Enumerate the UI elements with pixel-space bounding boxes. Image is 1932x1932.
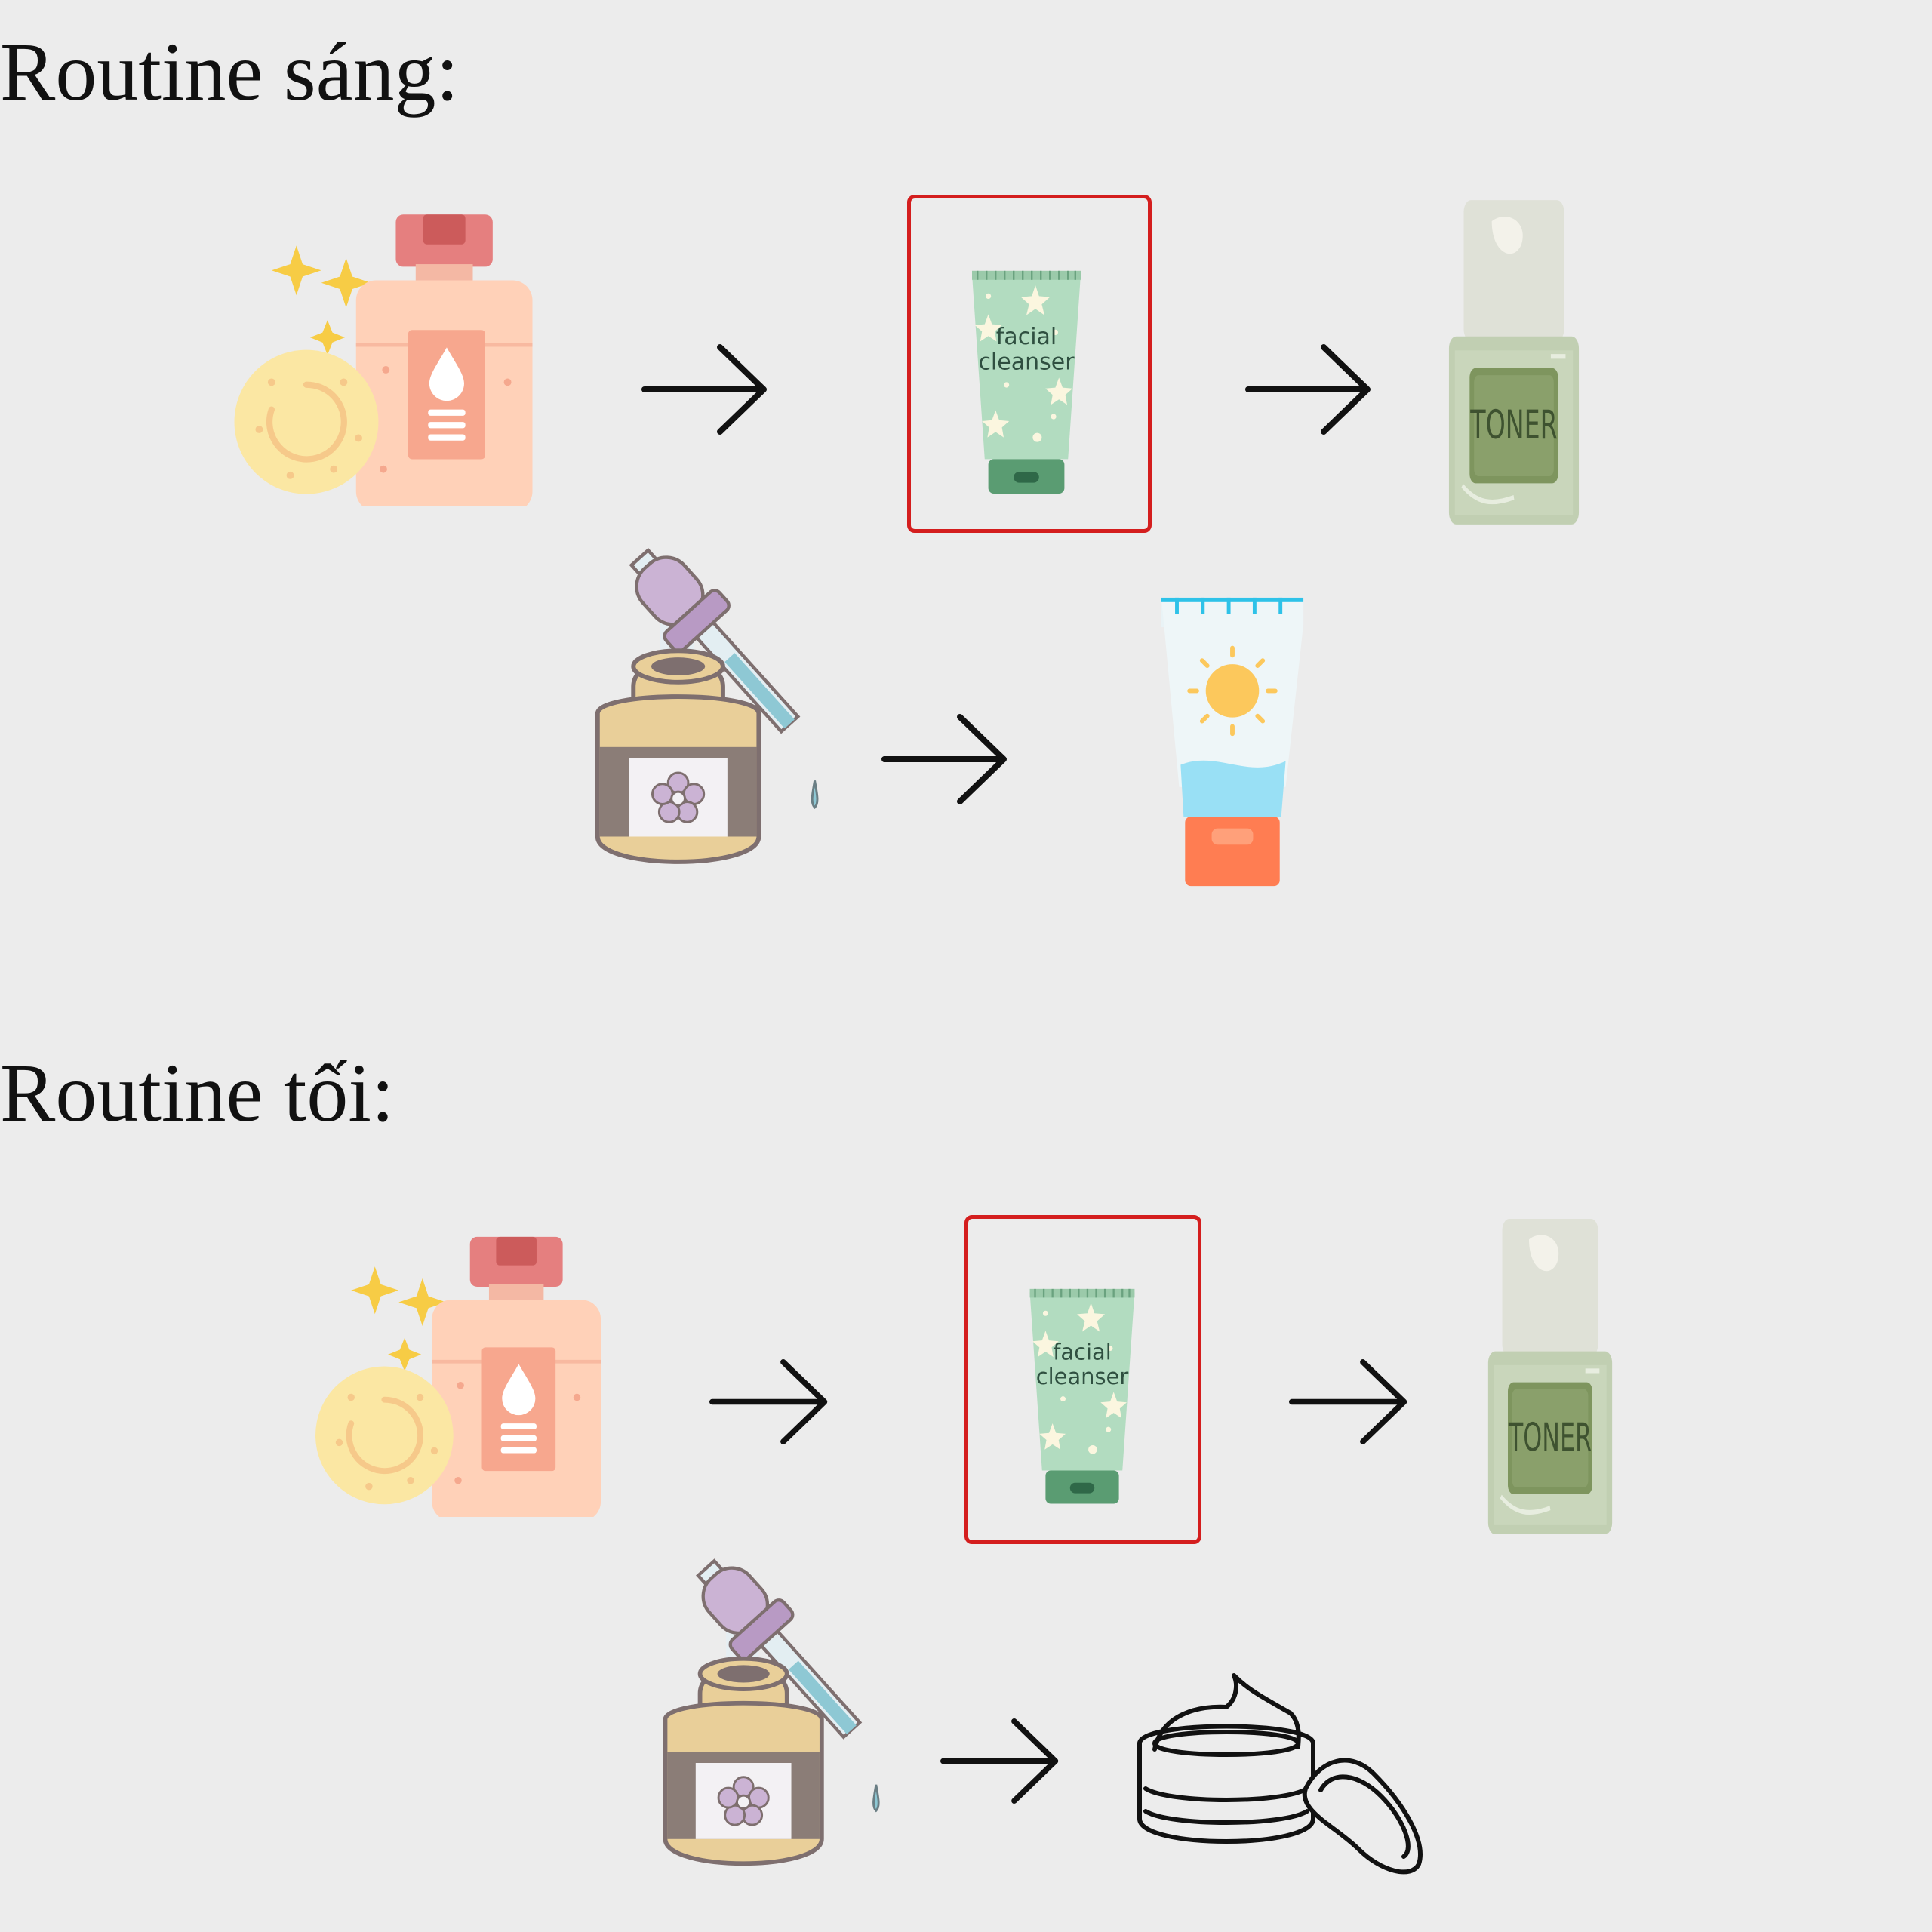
sunscreen-tube-icon (1158, 593, 1306, 892)
arrow-right-icon (1245, 344, 1374, 435)
morning-routine-title: Routine sáng: (0, 26, 460, 118)
cleanser-label-line1: facial (1053, 1340, 1112, 1365)
facial-cleanser-highlight-box (964, 1215, 1201, 1544)
arrow-right-icon (1289, 1358, 1410, 1445)
evening-routine-title: Routine tối: (0, 1047, 395, 1139)
facial-cleanser-tube-icon: facial cleanser (1029, 1287, 1136, 1506)
micellar-water-bottle-icon (315, 1230, 601, 1517)
arrow-right-icon (709, 1358, 830, 1445)
cleanser-label-line2: cleanser (978, 349, 1075, 376)
arrow-right-icon (881, 714, 1010, 804)
toner-label: TONER (1470, 402, 1558, 448)
arrow-right-icon (940, 1718, 1061, 1804)
facial-cleanser-highlight-box (907, 195, 1152, 533)
toner-label: TONER (1508, 1415, 1592, 1460)
arrow-right-icon (641, 344, 770, 435)
facial-cleanser-tube-icon: facial cleanser (971, 269, 1082, 495)
cream-jar-icon (1132, 1653, 1434, 1879)
cleanser-label-line1: facial (996, 324, 1057, 350)
micellar-water-bottle-icon (232, 208, 534, 506)
serum-dropper-bottle-icon (658, 1546, 907, 1872)
toner-bottle-icon: TONER (1487, 1217, 1614, 1537)
cleanser-label-line2: cleanser (1036, 1364, 1129, 1389)
serum-dropper-bottle-icon (590, 534, 847, 870)
toner-bottle-icon: TONER (1447, 198, 1580, 527)
